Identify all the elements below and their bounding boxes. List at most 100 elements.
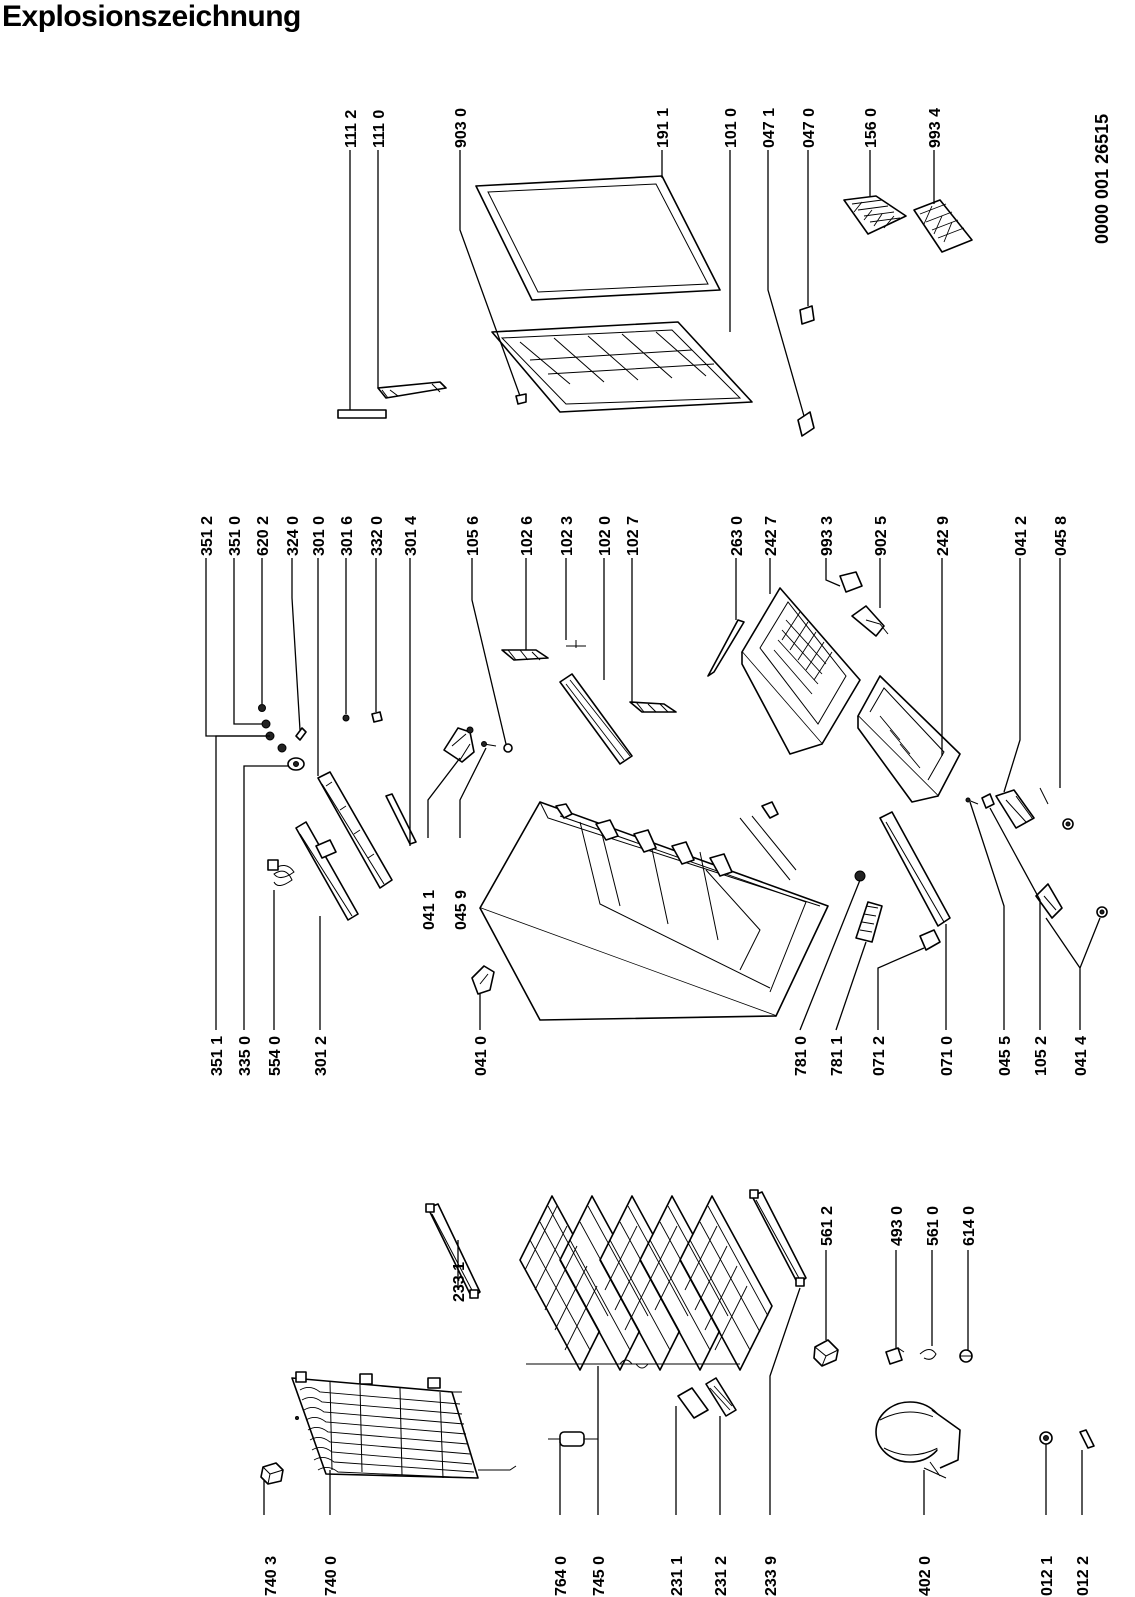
part-301-0 — [317, 771, 393, 889]
label-047-0: 047 0 — [801, 108, 818, 148]
part-402-0 — [875, 1401, 961, 1479]
label-041-0: 041 0 — [473, 1036, 490, 1076]
part-561-2 — [813, 1339, 839, 1367]
label-561-2: 561 2 — [819, 1206, 836, 1246]
part-102-6 — [501, 649, 549, 661]
label-231-2: 231 2 — [713, 1556, 730, 1596]
label-993-4: 993 4 — [927, 108, 944, 148]
part-012-2 — [1079, 1429, 1095, 1449]
label-012-2: 012 2 — [1075, 1556, 1092, 1596]
part-102-7 — [629, 701, 677, 713]
page-title: Explosionszeichnung — [2, 0, 301, 33]
part-781-1 — [855, 901, 883, 943]
part-740-3 — [260, 1462, 284, 1485]
label-740-3: 740 3 — [263, 1556, 280, 1596]
label-781-1: 781 1 — [829, 1036, 846, 1076]
label-745-0: 745 0 — [591, 1556, 608, 1596]
label-620-2: 620 2 — [255, 516, 272, 556]
label-351-2: 351 2 — [199, 516, 216, 556]
label-301-2: 301 2 — [313, 1036, 330, 1076]
part-335-0 — [287, 757, 305, 771]
part-105-2 — [981, 793, 995, 809]
part-045-8 — [1039, 787, 1074, 830]
label-614-0: 614 0 — [961, 1206, 978, 1246]
part-263-0 — [707, 619, 745, 677]
cabinet-body — [479, 801, 829, 1021]
label-903-0: 903 0 — [453, 108, 470, 148]
label-242-9: 242 9 — [935, 516, 952, 556]
part-191-1 — [475, 175, 721, 301]
part-041-4 — [1035, 883, 1108, 919]
label-324-0: 324 0 — [285, 516, 302, 556]
label-111-0: 111 0 — [371, 110, 388, 148]
label-045-5: 045 5 — [997, 1036, 1014, 1076]
part-561-0 — [919, 1349, 937, 1360]
label-351-0: 351 0 — [227, 516, 244, 556]
part-071-2 — [919, 929, 941, 951]
label-301-4: 301 4 — [403, 516, 420, 556]
part-903-0 — [515, 393, 527, 405]
part-111-0 — [377, 381, 447, 399]
label-402-0: 402 0 — [917, 1556, 934, 1596]
label-902-5: 902 5 — [873, 516, 890, 556]
label-102-0: 102 0 — [597, 516, 614, 556]
part-105-6 — [503, 743, 513, 753]
label-101-0: 101 0 — [723, 108, 740, 148]
label-047-1: 047 1 — [761, 108, 778, 148]
leader-lines — [205, 150, 1101, 1515]
part-045-9 — [481, 741, 497, 747]
label-233-9: 233 9 — [763, 1556, 780, 1596]
label-012-1: 012 1 — [1039, 1556, 1056, 1596]
label-740-0: 740 0 — [323, 1556, 340, 1596]
part-902-5 — [851, 605, 889, 637]
part-231-2 — [705, 1377, 737, 1417]
part-324-0 — [295, 727, 307, 741]
part-231-1 — [677, 1387, 709, 1419]
part-301-6 — [342, 714, 350, 722]
part-745-0 — [519, 1195, 773, 1371]
part-993-3 — [839, 571, 863, 593]
label-102-7: 102 7 — [625, 516, 642, 556]
part-332-0 — [371, 711, 383, 723]
label-764-0: 764 0 — [553, 1556, 570, 1596]
label-231-1: 231 1 — [669, 1556, 686, 1596]
part-554-0 — [267, 859, 295, 886]
part-351-0 — [261, 719, 271, 729]
label-102-3: 102 3 — [559, 516, 576, 556]
label-554-0: 554 0 — [267, 1036, 284, 1076]
label-105-2: 105 2 — [1033, 1036, 1050, 1076]
label-561-0: 561 0 — [925, 1206, 942, 1246]
label-263-0: 263 0 — [729, 516, 746, 556]
label-332-0: 332 0 — [369, 516, 386, 556]
part-041-2 — [995, 789, 1035, 829]
label-041-2: 041 2 — [1013, 516, 1030, 556]
part-620-2 — [258, 704, 266, 712]
part-156-0 — [843, 195, 907, 235]
part-233-1 — [425, 1203, 481, 1299]
label-335-0: 335 0 — [237, 1036, 254, 1076]
part-047-1 — [797, 411, 815, 437]
part-740-0 — [291, 1371, 517, 1479]
part-351-1 — [277, 743, 287, 753]
label-071-2: 071 2 — [871, 1036, 888, 1076]
label-102-6: 102 6 — [519, 516, 536, 556]
label-242-7: 242 7 — [763, 516, 780, 556]
part-041-1 — [443, 726, 475, 763]
part-drawings — [258, 175, 1108, 1485]
label-781-0: 781 0 — [793, 1036, 810, 1076]
label-191-1: 191 1 — [655, 108, 672, 148]
part-993-4 — [913, 199, 973, 253]
label-301-0: 301 0 — [311, 516, 328, 556]
label-351-1: 351 1 — [209, 1036, 226, 1076]
part-labels: 740 3 740 0 764 0 745 0 231 1 231 2 233 … — [199, 108, 1112, 1596]
label-233-1: 233 1 — [451, 1262, 468, 1302]
part-242-9 — [857, 675, 961, 803]
label-301-6: 301 6 — [339, 516, 356, 556]
label-045-9: 045 9 — [453, 890, 470, 930]
part-493-0 — [885, 1347, 905, 1365]
part-111-2 — [337, 409, 387, 419]
label-105-6: 105 6 — [465, 516, 482, 556]
label-041-4: 041 4 — [1073, 1036, 1090, 1076]
part-242-7 — [741, 587, 861, 755]
